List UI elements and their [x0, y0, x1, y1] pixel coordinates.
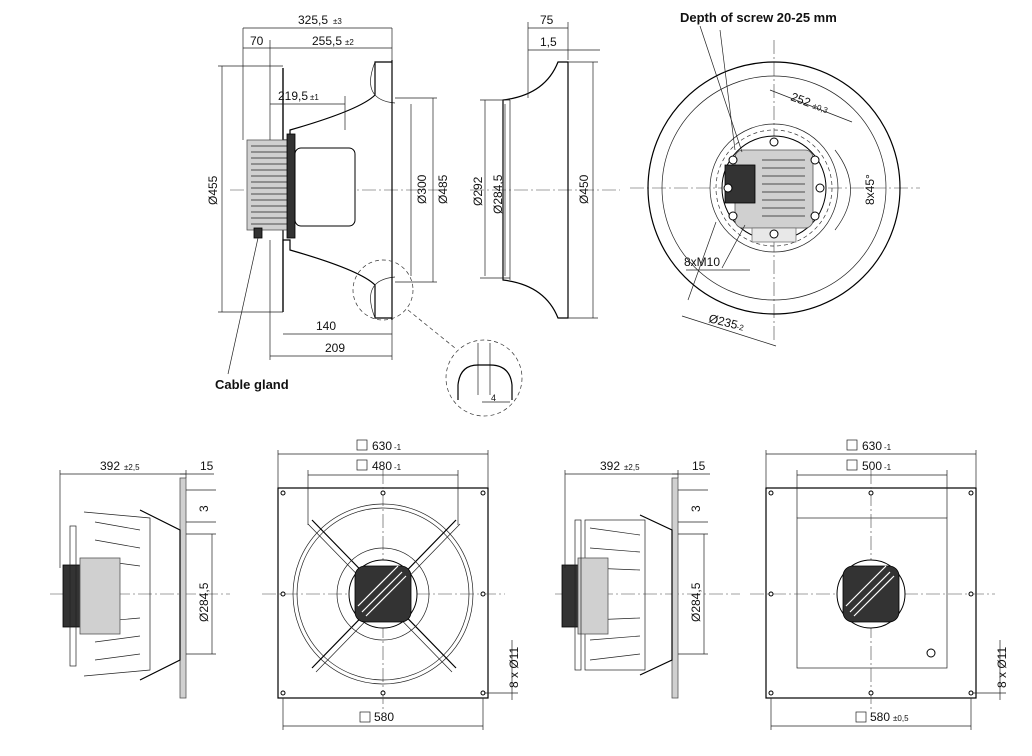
dim-nozzle-dia-a: Ø292: [471, 176, 485, 206]
dim-bl-pitch: 580: [374, 710, 394, 724]
dim-nozzle-depth: 75: [540, 13, 554, 27]
dim-angle: 8x45°: [863, 174, 877, 205]
dim-bl-plate: 15: [200, 459, 214, 473]
nozzle-view: 75 1,5 Ø292 Ø284,5 Ø450: [470, 13, 620, 319]
dim-nozzle-flange: 1,5: [540, 35, 557, 49]
dim-motor-wheel: 219,5: [278, 89, 308, 103]
dim-overall-depth: 325,5: [298, 13, 328, 27]
dim-bl-outer: 630: [372, 439, 392, 453]
front-view-br: 630 -1 500 -1 580 ±0,5 8 x Ø11: [750, 439, 1009, 730]
dim-dia-inner: Ø300: [415, 174, 429, 204]
dim-dia-hub: Ø235: [707, 311, 739, 332]
dim-pcd: 252: [789, 90, 813, 110]
tol-br-inner: -1: [884, 463, 892, 472]
dim-br-plate: 15: [692, 459, 706, 473]
side-view-top: 325,5 ±3 70 255,5 ±2 219,5 ±1 Ø455 Ø300 …: [206, 13, 523, 417]
dim-br-pitch: 580: [870, 710, 890, 724]
dim-dia-outer: Ø455: [206, 175, 220, 205]
tol-br-depth: ±2,5: [624, 463, 640, 472]
tol-bl-outer: -1: [394, 443, 402, 452]
dim-br-gap: 3: [689, 505, 703, 512]
front-view-top: Depth of screw 20-25 mm 252 ±0,3 8x45° 8…: [630, 10, 920, 347]
dim-thread: 8xM10: [684, 255, 720, 269]
tol-motor-wheel: ±1: [310, 93, 319, 102]
dim-br-outer: 630: [862, 439, 882, 453]
tol-overall-depth: ±3: [333, 17, 342, 26]
cable-gland-label: Cable gland: [215, 377, 289, 392]
screw-depth-note: Depth of screw 20-25 mm: [680, 10, 837, 25]
side-view-bl: 392 ±2,5 15 3 Ø284,5: [50, 459, 230, 699]
side-view-br: 392 ±2,5 15 3 Ø284,5: [555, 459, 740, 699]
dim-bl-dia: Ø284,5: [197, 582, 211, 622]
tol-flange-nozzle: ±2: [345, 38, 354, 47]
dim-dia-nozzle: Ø485: [436, 174, 450, 204]
dim-bottom-a: 140: [316, 319, 336, 333]
dim-bl-depth: 392: [100, 459, 120, 473]
tol-br-pitch: ±0,5: [893, 714, 909, 723]
dim-detail-gap: 4: [491, 393, 496, 403]
dim-bl-holes: 8 x Ø11: [507, 647, 521, 688]
dim-br-depth: 392: [600, 459, 620, 473]
tol-dia-hub: -2: [736, 322, 746, 333]
dim-nozzle-dia-c: Ø450: [577, 174, 591, 204]
dim-bottom-b: 209: [325, 341, 345, 355]
tol-pcd: ±0,3: [811, 101, 829, 115]
dim-br-inner: 500: [862, 459, 882, 473]
dim-bl-inner: 480: [372, 459, 392, 473]
tol-bl-inner: -1: [394, 463, 402, 472]
dim-br-dia: Ø284,5: [689, 582, 703, 622]
dim-bl-gap: 3: [197, 505, 211, 512]
dim-nozzle-dia-b: Ø284,5: [491, 174, 505, 214]
tol-bl-depth: ±2,5: [124, 463, 140, 472]
front-view-bl: 630 -1 480 -1 580 8 x Ø11: [262, 439, 521, 730]
dim-motor-len: 70: [250, 34, 264, 48]
tol-br-outer: -1: [884, 443, 892, 452]
dim-br-holes: 8 x Ø11: [995, 647, 1009, 688]
dim-flange-nozzle: 255,5: [312, 34, 342, 48]
